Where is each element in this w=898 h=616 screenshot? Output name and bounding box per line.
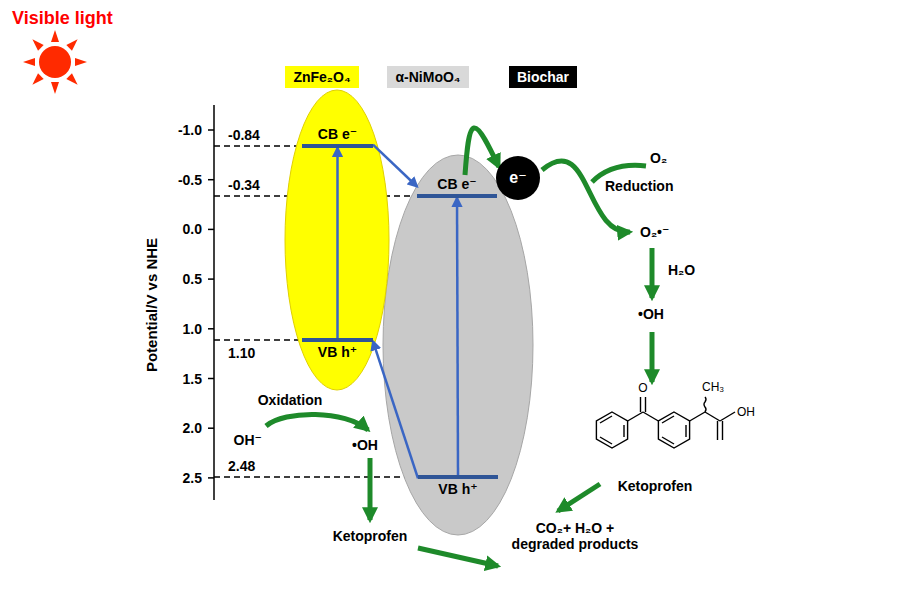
band-level: VB h⁺ xyxy=(418,475,498,498)
band-level: CB e⁻ xyxy=(417,175,497,198)
band-level: CB e⁻ xyxy=(302,125,373,148)
tick-label: 0.5 xyxy=(183,271,202,287)
flow-arrow xyxy=(266,161,652,566)
species-label: OH⁻ xyxy=(234,432,262,448)
sun-icon xyxy=(23,30,87,94)
ketoprofen-structure xyxy=(596,397,735,448)
material-header: ZnFe₂O₄ xyxy=(285,66,358,88)
process-label: Reduction xyxy=(605,178,673,194)
product-label: CO₂+ H₂O + degraded products xyxy=(508,520,643,552)
compound-name: Ketoprofen xyxy=(618,478,693,494)
node-text: ZnFe₂O₄ xyxy=(293,68,350,86)
species-label: •OH xyxy=(352,437,378,453)
level-value: 2.48 xyxy=(228,458,255,474)
connector-arrow xyxy=(336,148,339,338)
atom-label: CH₃ xyxy=(702,380,724,394)
tick-label: 1.5 xyxy=(183,371,202,387)
biochar-circle: e⁻ xyxy=(496,156,540,200)
process-label: Oxidation xyxy=(258,392,323,408)
material-header: α-NiMoO₄ xyxy=(387,66,468,88)
level-value: -0.34 xyxy=(228,177,260,193)
connector-arrow xyxy=(373,341,418,478)
node-text: α-NiMoO₄ xyxy=(395,68,460,86)
tick-label: 1.0 xyxy=(183,321,202,337)
level-value: -0.84 xyxy=(228,127,260,143)
tick-label: -1.0 xyxy=(178,122,202,138)
node-text: Biochar xyxy=(517,68,569,86)
connector-arrow xyxy=(373,145,417,187)
compound-name: Ketoprofen xyxy=(333,528,408,544)
tick-label: 2.5 xyxy=(183,470,202,486)
node-text: CB e⁻ xyxy=(306,125,369,143)
node-text: VB h⁺ xyxy=(422,480,494,498)
node-text: e⁻ xyxy=(509,169,526,187)
tick-label: -0.5 xyxy=(178,172,202,188)
tick-label: 0.0 xyxy=(183,221,202,237)
band-level: VB h⁺ xyxy=(302,338,373,361)
level-value: 1.10 xyxy=(228,345,255,361)
species-label: O₂•⁻ xyxy=(640,224,669,240)
circle-fill xyxy=(496,156,540,200)
light-label: Visible light xyxy=(12,8,113,28)
connector-arrow xyxy=(465,128,499,175)
species-label: •OH xyxy=(638,306,664,322)
atom-label: OH xyxy=(737,405,755,419)
node-text: VB h⁺ xyxy=(306,343,369,361)
potential-axis xyxy=(208,105,214,500)
connector-arrow xyxy=(457,198,458,475)
material-header: Biochar xyxy=(509,66,577,88)
atom-label: O xyxy=(638,381,647,395)
nimoo4-ellipse xyxy=(383,155,533,535)
species-label: H₂O xyxy=(668,262,695,278)
axis-title: Potential/V vs NHE xyxy=(144,238,160,372)
node-text: CB e⁻ xyxy=(421,175,493,193)
tick-label: 2.0 xyxy=(183,420,202,436)
species-label: O₂ xyxy=(650,150,667,166)
